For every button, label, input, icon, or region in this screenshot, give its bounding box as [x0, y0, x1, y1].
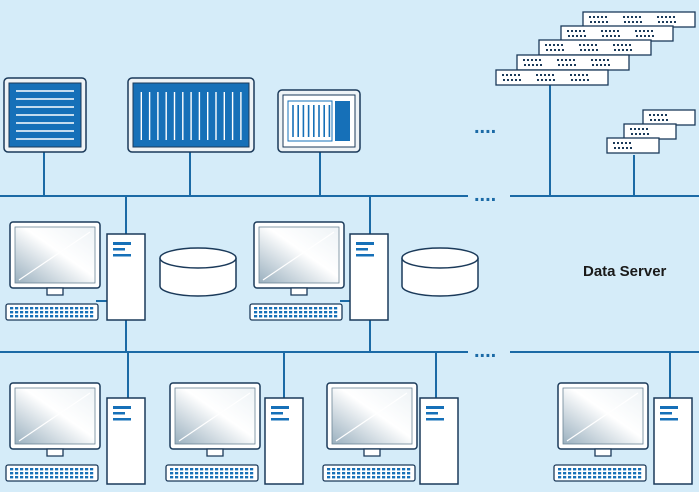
keyboard-icon: [5, 464, 99, 482]
tower-pc-icon: [349, 233, 389, 321]
lower-bus-dots: ....: [474, 340, 496, 362]
upper-bus-dots: ....: [474, 184, 496, 206]
tower-pc-icon: [264, 397, 304, 485]
field-module-icon: [623, 123, 677, 140]
database-disk-icon: [401, 247, 479, 297]
field-module-icon: [606, 137, 660, 154]
keyboard-icon: [553, 464, 647, 482]
more-devices-dots: ....: [474, 116, 496, 138]
data-server-label: Data Server: [583, 263, 667, 280]
monitor-icon: [557, 382, 649, 457]
tower-pc-icon: [106, 233, 146, 321]
field-module-icon: [560, 25, 674, 42]
field-module-icon: [495, 69, 609, 86]
monitor-icon: [9, 221, 101, 296]
keyboard-icon: [165, 464, 259, 482]
monitor-icon: [169, 382, 261, 457]
controller-panel-icon: [3, 77, 87, 153]
io-rack-icon: [127, 77, 255, 153]
database-disk-icon: [159, 247, 237, 297]
field-module-icon: [516, 54, 630, 71]
tower-pc-icon: [106, 397, 146, 485]
field-module-icon: [538, 39, 652, 56]
monitor-icon: [253, 221, 345, 296]
keyboard-icon: [249, 303, 343, 321]
monitor-icon: [326, 382, 418, 457]
field-module-icon: [642, 109, 696, 126]
monitor-icon: [9, 382, 101, 457]
keyboard-icon: [5, 303, 99, 321]
compact-plc-icon: [277, 89, 361, 153]
keyboard-icon: [322, 464, 416, 482]
tower-pc-icon: [419, 397, 459, 485]
tower-pc-icon: [653, 397, 693, 485]
field-module-icon: [582, 11, 696, 28]
